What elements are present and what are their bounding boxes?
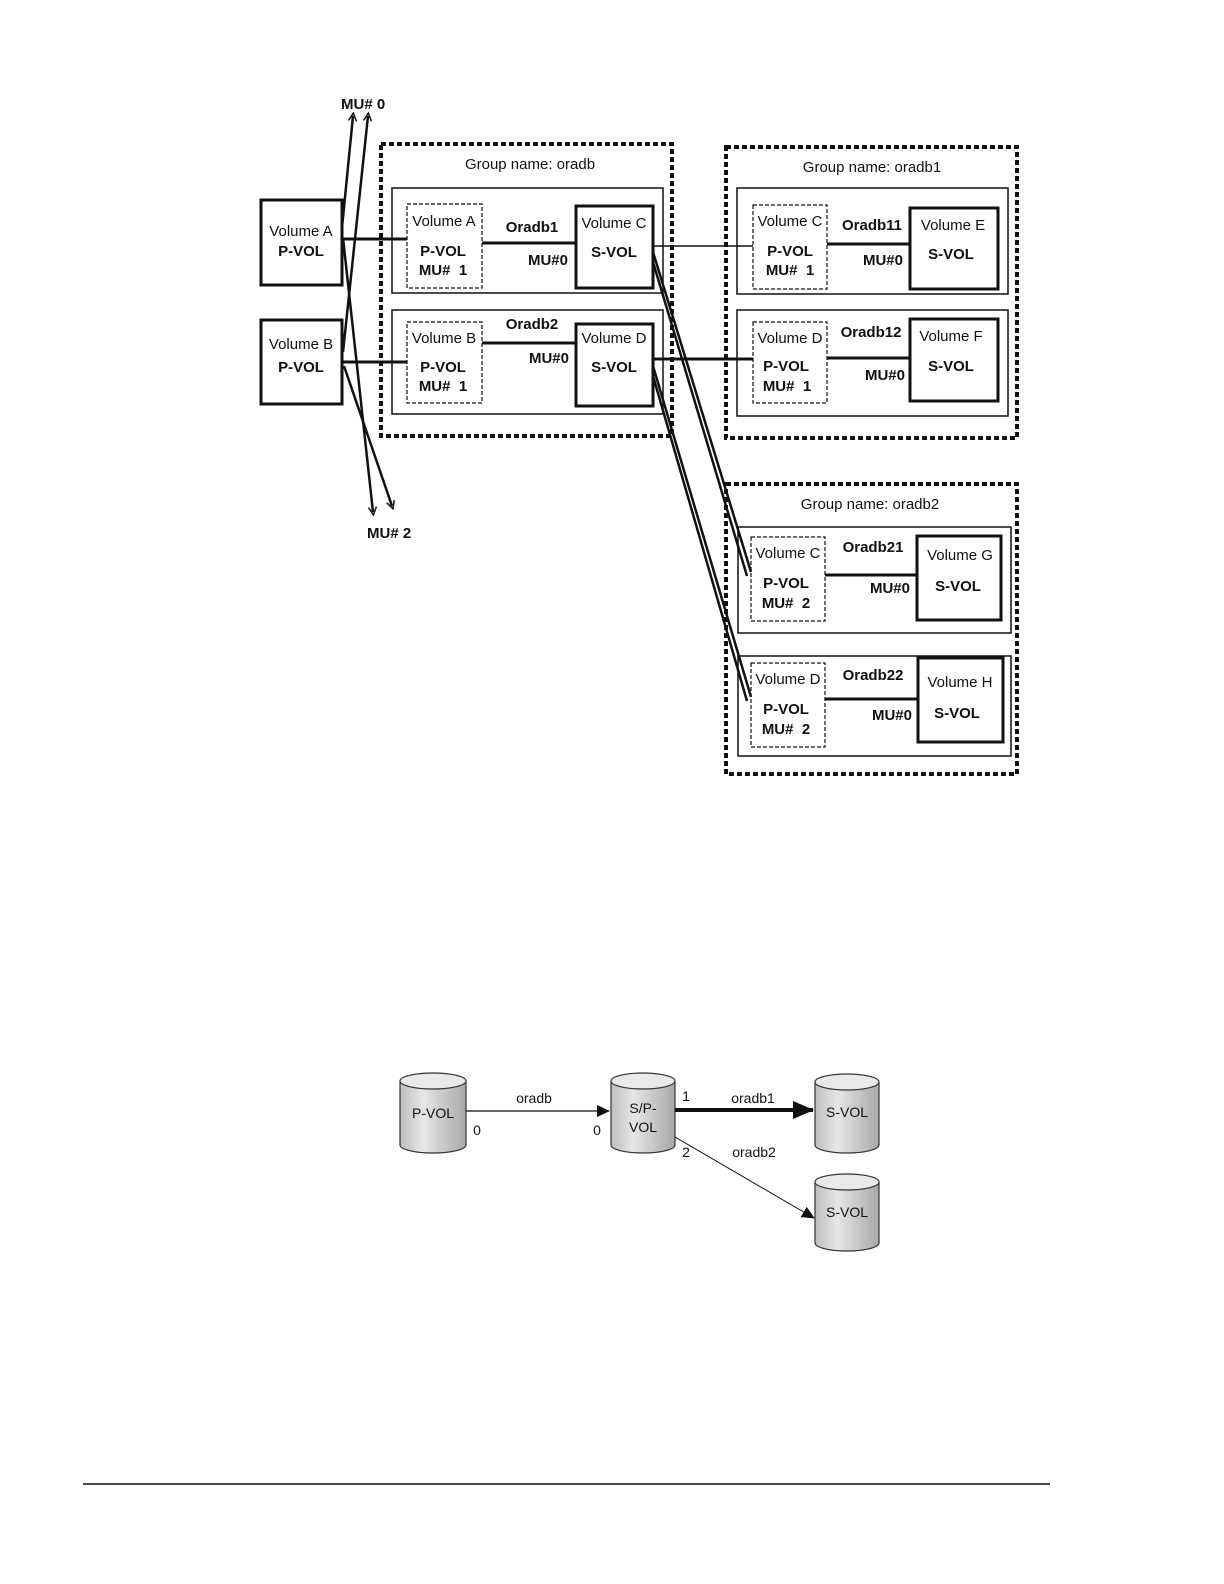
pvol-cylinder: P-VOL (399, 1072, 467, 1154)
mu2-arrow-a (341, 237, 373, 512)
pair-oradb11: Volume C P-VOL MU# 1 Oradb11 MU#0 Volume… (736, 187, 1009, 295)
connector-c-to-oradb21-b (651, 261, 749, 577)
pair-oradb12-mu: MU#0 (865, 367, 905, 384)
connector-d-to-oradb22-b (651, 375, 749, 702)
group-oradb1: Group name: oradb1 Volume C P-VOL MU# 1 … (724, 145, 1019, 440)
edge-oradb2 (674, 1136, 815, 1219)
pair-oradb11-pvol-mu: MU# 1 (766, 262, 814, 279)
pair-oradb11-label: Oradb11 (842, 217, 902, 234)
mu-spvol-in: 0 (593, 1122, 601, 1138)
connector-c-to-oradb21-a (651, 251, 753, 573)
spvol-label-line2: VOL (629, 1119, 657, 1135)
pair-oradb1: Volume A P-VOL MU# 1 Oradb1 MU#0 Volume … (391, 187, 664, 294)
edge-oradb2-label: oradb2 (732, 1144, 776, 1160)
pair-oradb2-pvol-name: Volume B (412, 330, 476, 347)
bottom-diagram: P-VOL S/P- VOL S-VOL S-VOL oradb oradb1 … (399, 1072, 880, 1252)
pair-oradb11-pvol-role: P-VOL (767, 243, 813, 260)
connector-d-to-oradb22-a (651, 365, 753, 698)
pair-oradb21-pvol-name: Volume C (755, 545, 820, 562)
pair-oradb11-svol-name: Volume E (921, 217, 985, 234)
pair-oradb22-label: Oradb22 (843, 667, 904, 684)
svol2-cylinder: S-VOL (814, 1173, 880, 1252)
pair-oradb22-pvol-name: Volume D (755, 671, 820, 688)
pair-oradb11-svol-role: S-VOL (928, 246, 974, 263)
host-volume-b-role: P-VOL (278, 359, 324, 376)
svol1-label: S-VOL (826, 1104, 868, 1120)
pair-oradb12: Volume D P-VOL MU# 1 Oradb12 MU#0 Volume… (736, 309, 1009, 417)
pair-oradb2-svol-name: Volume D (581, 330, 646, 347)
pair-oradb21-svol-role: S-VOL (935, 578, 981, 595)
pair-oradb1-pvol-mu: MU# 1 (419, 262, 467, 279)
pair-oradb21-label: Oradb21 (843, 539, 904, 556)
group-oradb2-title: Group name: oradb2 (801, 496, 939, 513)
pair-oradb22-pvol-role: P-VOL (763, 701, 809, 718)
pair-oradb22: Volume D P-VOL MU# 2 Oradb22 MU#0 Volume… (737, 655, 1012, 757)
pair-oradb21-svol-name: Volume G (927, 547, 993, 564)
group-oradb-title: Group name: oradb (465, 156, 595, 173)
host-volume-a-name: Volume A (269, 223, 332, 240)
pair-oradb1-label: Oradb1 (506, 219, 559, 236)
pair-oradb12-svol-role: S-VOL (928, 358, 974, 375)
pair-oradb21-mu: MU#0 (870, 580, 910, 597)
group-oradb1-title: Group name: oradb1 (803, 159, 941, 176)
host-volume-b-name: Volume B (269, 336, 333, 353)
group-oradb: Group name: oradb Volume A P-VOL MU# 1 O… (379, 142, 674, 438)
pair-oradb22-svol-name: Volume H (927, 674, 992, 691)
mu-crossing-lines (339, 116, 392, 512)
pair-oradb2-svol-role: S-VOL (591, 359, 637, 376)
mu-pvol: 0 (473, 1122, 481, 1138)
spvol-cylinder: S/P- VOL (610, 1072, 676, 1154)
svol1-cylinder: S-VOL (814, 1073, 880, 1154)
pair-oradb1-mu: MU#0 (528, 252, 568, 269)
group-oradb2: Group name: oradb2 Volume C P-VOL MU# 2 … (724, 482, 1019, 776)
pair-oradb2-label: Oradb2 (506, 316, 559, 333)
pair-oradb12-svol-name: Volume F (919, 328, 982, 345)
pair-oradb21-pvol-mu: MU# 2 (762, 595, 810, 612)
pair-oradb22-svol-role: S-VOL (934, 705, 980, 722)
pair-oradb1-svol-role: S-VOL (591, 244, 637, 261)
mu0-label: MU# 0 (341, 96, 385, 113)
connectors-to-oradb2 (651, 251, 753, 702)
host-volume-a-role: P-VOL (278, 243, 324, 260)
mu-spvol-out2: 2 (682, 1144, 690, 1160)
mu-spvol-out1: 1 (682, 1088, 690, 1104)
pvol-label: P-VOL (412, 1105, 454, 1121)
pair-oradb22-mu: MU#0 (872, 707, 912, 724)
mu2-label: MU# 2 (367, 525, 411, 542)
pair-oradb2-pvol-mu: MU# 1 (419, 378, 467, 395)
svol2-label: S-VOL (826, 1204, 868, 1220)
mu2-arrow-b (342, 365, 392, 506)
top-diagram: MU# 0 MU# 2 Volume A P-VOL Volume B P-VO… (259, 96, 1019, 776)
pair-oradb21: Volume C P-VOL MU# 2 Oradb21 MU#0 Volume… (737, 526, 1012, 634)
pair-oradb12-label: Oradb12 (841, 324, 902, 341)
mu0-arrow-b (341, 116, 368, 353)
pair-oradb1-svol-name: Volume C (581, 215, 646, 232)
spvol-label-line1: S/P- (629, 1100, 657, 1116)
pair-oradb2-mu: MU#0 (529, 350, 569, 367)
edge-oradb-label: oradb (516, 1090, 552, 1106)
pair-oradb12-pvol-mu: MU# 1 (763, 378, 811, 395)
host-volume-b: Volume B P-VOL (259, 318, 344, 406)
pair-oradb2: Volume B P-VOL MU# 1 Oradb2 MU#0 Volume … (391, 309, 664, 415)
pair-oradb2-pvol-role: P-VOL (420, 359, 466, 376)
pair-oradb12-pvol-role: P-VOL (763, 358, 809, 375)
pair-oradb11-mu: MU#0 (863, 252, 903, 269)
pair-oradb1-pvol-role: P-VOL (420, 243, 466, 260)
pair-oradb12-pvol-name: Volume D (757, 330, 822, 347)
edge-oradb1-label: oradb1 (731, 1090, 775, 1106)
pair-oradb11-pvol-name: Volume C (757, 213, 822, 230)
host-volume-a: Volume A P-VOL (259, 198, 344, 287)
pair-oradb22-pvol-mu: MU# 2 (762, 721, 810, 738)
pair-oradb1-pvol-name: Volume A (412, 213, 475, 230)
pair-oradb21-pvol-role: P-VOL (763, 575, 809, 592)
